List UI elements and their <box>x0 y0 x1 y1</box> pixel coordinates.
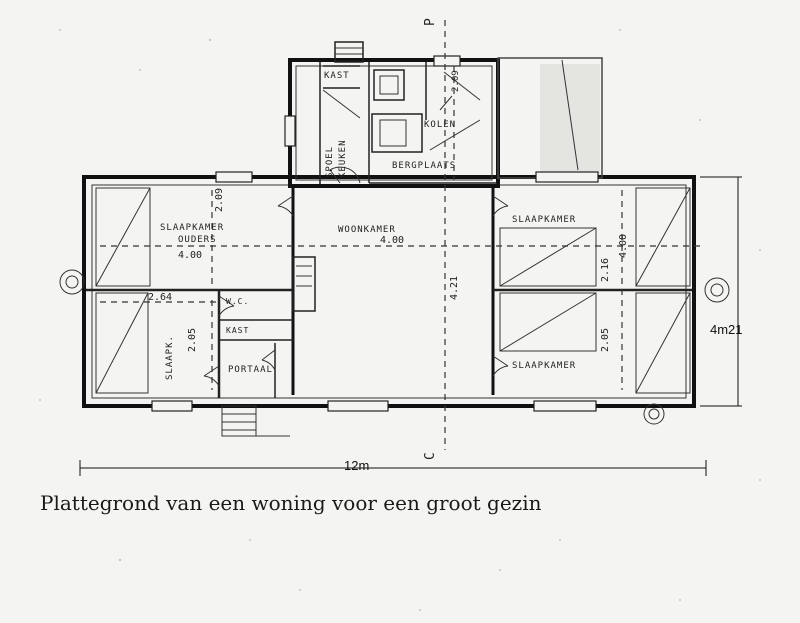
dim-right-top-depth: 2.16 <box>600 258 611 282</box>
section-mark-top: P <box>423 18 438 26</box>
label-portaal: PORTAAL <box>228 365 273 375</box>
paper-texture <box>39 29 761 611</box>
dim-right-bottom-depth: 2.05 <box>600 328 611 352</box>
label-wc: W.C. <box>226 297 249 306</box>
dim-ouders-depth: 2.09 <box>214 188 225 212</box>
interior-walls <box>86 186 692 398</box>
entrance-steps <box>221 405 290 437</box>
caption: Plattegrond van een woning voor een groo… <box>40 491 542 515</box>
total-width-label: 12m <box>344 458 369 473</box>
label-woonkamer: WOONKAMER <box>338 225 396 235</box>
dim-woonkamer-depth: 4.21 <box>449 276 460 300</box>
label-ouders: OUDERS <box>178 235 217 245</box>
porch-area <box>497 57 603 179</box>
label-bergplaats: BERGPLAATS <box>392 161 456 171</box>
shrubs <box>59 269 730 425</box>
label-slaapkamer-right-bottom: SLAAPKAMER <box>512 361 576 371</box>
cupboards <box>95 187 691 394</box>
dim-misc: 2.09 <box>451 70 461 92</box>
label-kast: KAST <box>324 71 350 81</box>
dim-small-width: 2.64 <box>148 292 172 303</box>
section-mark-bottom: C <box>423 452 438 460</box>
overall-dimensions <box>79 176 742 476</box>
dim-woonkamer-width: 4.00 <box>380 235 404 246</box>
label-kolen: KOLEN <box>424 120 456 130</box>
label-slaapkamer-ouders: SLAAPKAMER <box>160 223 224 233</box>
label-spoel: SPOEL <box>325 146 335 178</box>
label-slaapkamer-right-top: SLAAPKAMER <box>512 215 576 225</box>
doors <box>203 95 509 387</box>
label-slaapk-small: SLAAPK. <box>165 335 175 380</box>
windows <box>151 55 599 412</box>
dim-right-width: 4.00 <box>618 234 629 258</box>
label-keuken: KEUKEN <box>338 139 348 178</box>
annex-interior <box>319 41 497 185</box>
dimension-lines <box>100 20 700 450</box>
label-kast-small: KAST <box>226 326 249 335</box>
dim-small-depth: 2.05 <box>187 328 198 352</box>
total-depth-label: 4m21 <box>710 322 743 337</box>
dim-ouders-width: 4.00 <box>178 250 202 261</box>
